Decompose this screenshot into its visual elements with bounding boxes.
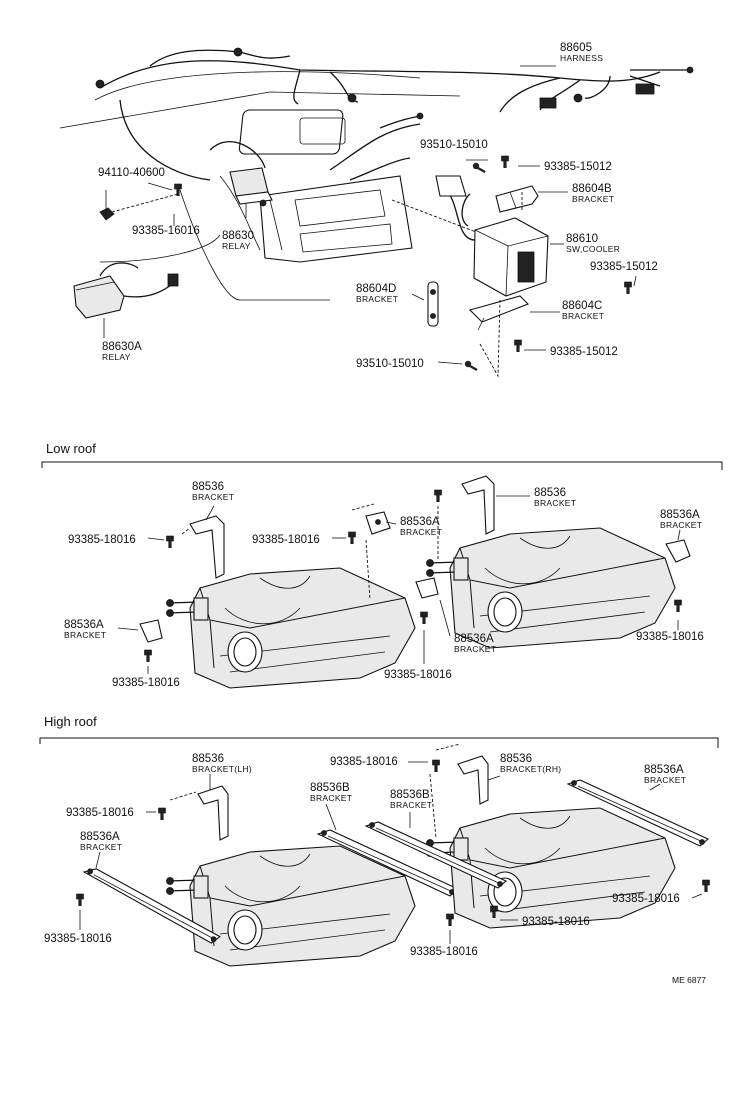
dash-edge <box>59 91 461 129</box>
label-high-88536-lh: 88536 <box>192 753 224 765</box>
low-roof-unit-right <box>348 475 691 649</box>
label-low-88536a-middle: 88536A <box>400 516 440 528</box>
label-high-88536-lh-bracket: BRACKET(LH) <box>192 764 252 774</box>
relay-88630 <box>229 167 273 207</box>
label-88610: 88610 <box>566 233 598 245</box>
label-93510-15010-b: 93510-15010 <box>356 358 424 370</box>
label-low-88536-right: 88536 <box>534 487 566 499</box>
label-93385-15012-c: 93385-15012 <box>550 346 618 358</box>
label-88604d: 88604D <box>356 283 396 295</box>
label-high-bolt-r-end: 93385-18016 <box>612 893 680 905</box>
label-high-bolt-l1: 93385-18016 <box>66 807 134 819</box>
bracket-88604d <box>427 281 439 327</box>
label-88604b: 88604B <box>572 183 612 195</box>
diagram-code: ME 6877 <box>672 975 706 985</box>
section-high-roof: High roof <box>44 714 97 729</box>
dash-panel <box>259 175 413 263</box>
low-roof-unit-left <box>139 515 416 689</box>
label-harness: HARNESS <box>560 53 603 63</box>
label-low-bolt-m1: 93385-18016 <box>252 534 320 546</box>
label-low-88536a-left: 88536A <box>64 619 104 631</box>
label-low-bolt-c2: 93385-18016 <box>384 669 452 681</box>
label-88630a-relay: RELAY <box>102 352 131 362</box>
label-high-88536b-1: 88536B <box>310 782 350 794</box>
label-88630a: 88630A <box>102 341 142 353</box>
high-roof-frame <box>39 737 719 748</box>
label-high-88536a-right-bracket: BRACKET <box>644 775 686 785</box>
section-low-roof: Low roof <box>46 441 96 456</box>
label-high-88536b-2-bracket: BRACKET <box>390 800 432 810</box>
label-high-88536-rh: 88536 <box>500 753 532 765</box>
label-low-88536a-left-bracket: BRACKET <box>64 630 106 640</box>
label-88604c: 88604C <box>562 300 602 312</box>
label-88630: 88630 <box>222 230 254 242</box>
label-low-88536-left: 88536 <box>192 481 224 493</box>
label-88630-relay: RELAY <box>222 241 251 251</box>
label-93385-15012-a: 93385-15012 <box>544 161 612 173</box>
label-high-88536a-right: 88536A <box>644 764 684 776</box>
switch-88610 <box>435 175 549 297</box>
label-low-88536a-middle-bracket: BRACKET <box>400 527 442 537</box>
label-high-88536-rh-bracket: BRACKET(RH) <box>500 764 561 774</box>
label-low-88536a-center: 88536A <box>454 633 494 645</box>
label-93385-15012-b: 93385-15012 <box>590 261 658 273</box>
high-roof-unit-left <box>76 785 459 967</box>
label-low-bolt-l2: 93385-18016 <box>112 677 180 689</box>
label-high-bolt-top-c: 93385-18016 <box>330 756 398 768</box>
bracket-88604b <box>495 185 539 213</box>
harness-wire <box>99 60 661 89</box>
label-88604c-bracket: BRACKET <box>562 311 604 321</box>
label-high-88536a-left-bracket: BRACKET <box>80 842 122 852</box>
label-88604b-bracket: BRACKET <box>572 194 614 204</box>
label-93510-15010-a: 93510-15010 <box>420 139 488 151</box>
label-high-bolt-c-right: 93385-18016 <box>522 916 590 928</box>
label-high-88536a-left: 88536A <box>80 831 120 843</box>
label-low-88536a-center-bracket: BRACKET <box>454 644 496 654</box>
label-93385-16016: 93385-16016 <box>132 225 200 237</box>
label-low-88536a-right-bracket: BRACKET <box>660 520 702 530</box>
label-low-88536a-right: 88536A <box>660 509 700 521</box>
top-assembly <box>59 47 694 378</box>
label-low-88536-left-bracket: BRACKET <box>192 492 234 502</box>
label-high-bolt-c-bottom: 93385-18016 <box>410 946 478 958</box>
label-low-bolt-l1: 93385-18016 <box>68 534 136 546</box>
high-roof-unit-right <box>365 743 710 929</box>
label-low-88536-right-bracket: BRACKET <box>534 498 576 508</box>
low-roof-frame <box>41 461 723 470</box>
label-high-88536b-2: 88536B <box>390 789 430 801</box>
relay-88630a <box>73 234 221 319</box>
label-high-bolt-l-bottom: 93385-18016 <box>44 933 112 945</box>
label-88605: 88605 <box>560 42 592 54</box>
label-88604d-bracket: BRACKET <box>356 294 398 304</box>
bracket-88604c <box>468 295 529 331</box>
label-low-bolt-r1: 93385-18016 <box>636 631 704 643</box>
label-high-88536b-1-bracket: BRACKET <box>310 793 352 803</box>
label-94110-40600: 94110-40600 <box>98 167 165 179</box>
label-88610-sw-cooler: SW,COOLER <box>566 244 620 254</box>
